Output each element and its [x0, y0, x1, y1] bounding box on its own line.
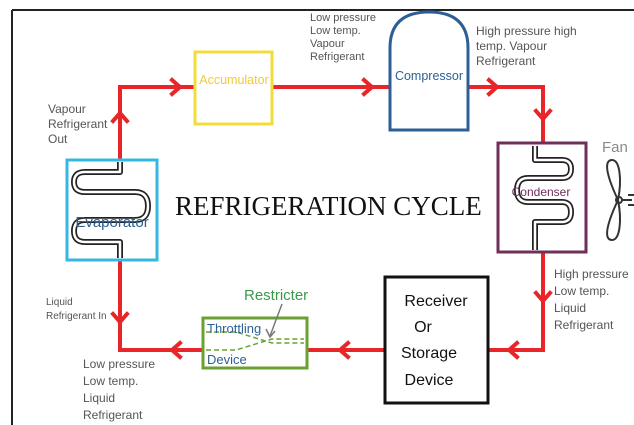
restricter-label: Restricter — [244, 287, 308, 304]
svg-text:Out: Out — [48, 132, 68, 146]
receiver-box — [383, 275, 490, 405]
svg-text:Refrigerant: Refrigerant — [476, 54, 536, 68]
arrow-icon — [110, 109, 130, 124]
arrow-icon — [486, 77, 501, 97]
flow-arrows — [110, 77, 553, 360]
receiver-label-1: Receiver — [404, 293, 468, 310]
svg-text:Liquid: Liquid — [554, 301, 586, 315]
svg-text:High pressure high: High pressure high — [476, 24, 577, 38]
arrow-icon — [505, 340, 520, 360]
svg-text:temp. Vapour: temp. Vapour — [476, 39, 547, 53]
evaporator-inlet-note: Liquid Refrigerant In — [46, 297, 107, 322]
svg-text:Low pressure: Low pressure — [310, 12, 376, 24]
svg-text:High pressure: High pressure — [554, 267, 629, 281]
accumulator-box — [193, 50, 274, 126]
diagram-title: REFRIGERATION CYCLE — [175, 191, 482, 221]
receiver-label-3: Storage — [401, 345, 457, 362]
arrow-icon — [168, 340, 183, 360]
svg-text:Low temp.: Low temp. — [310, 25, 361, 37]
svg-text:Refrigerant: Refrigerant — [554, 318, 614, 332]
svg-text:Liquid: Liquid — [83, 391, 115, 405]
compressor-label: Compressor — [395, 69, 463, 83]
arrow-icon — [110, 311, 130, 326]
receiver-label-2: Or — [414, 319, 432, 336]
arrow-icon — [533, 290, 553, 305]
refrigerant-pipe — [118, 85, 545, 352]
svg-text:Vapour: Vapour — [310, 38, 345, 50]
condenser-label: Condenser — [512, 185, 571, 199]
accumulator-label: Accumulator — [199, 73, 268, 87]
compressor-outlet-note: High pressure high temp. Vapour Refriger… — [476, 24, 577, 68]
svg-text:Low pressure: Low pressure — [83, 357, 155, 371]
svg-text:Vapour: Vapour — [48, 102, 86, 116]
fan-label: Fan — [602, 139, 628, 156]
svg-text:Refrigerant: Refrigerant — [48, 117, 108, 131]
svg-text:Refrigerant In: Refrigerant In — [46, 311, 107, 322]
evaporator-label: Evaporator — [75, 214, 148, 231]
svg-text:Liquid: Liquid — [46, 297, 73, 308]
throttling-device-box — [201, 316, 309, 370]
svg-text:Low temp.: Low temp. — [83, 374, 138, 388]
svg-text:Refrigerant: Refrigerant — [310, 51, 364, 63]
throttling-label-1: Throttling — [207, 321, 261, 336]
condenser-outlet-note: High pressure Low temp. Liquid Refrigera… — [554, 267, 629, 332]
throttle-restriction — [206, 331, 304, 351]
svg-text:Low temp.: Low temp. — [554, 284, 609, 298]
throttling-label-2: Device — [207, 352, 247, 367]
fan-icon — [606, 158, 634, 242]
evaporator-outlet-note: Vapour Refrigerant Out — [48, 102, 108, 146]
svg-text:Refrigerant: Refrigerant — [83, 408, 143, 422]
restricter-pointer — [269, 303, 283, 337]
arrow-icon — [533, 108, 553, 123]
compressor-body — [388, 10, 470, 132]
arrow-icon — [169, 77, 184, 97]
throttle-outlet-note: Low pressure Low temp. Liquid Refrigeran… — [83, 357, 155, 422]
compressor-inlet-note: Low pressure Low temp. Vapour Refrigeran… — [310, 12, 376, 63]
arrow-icon — [336, 340, 351, 360]
receiver-label-4: Device — [405, 372, 454, 389]
arrow-icon — [361, 77, 376, 97]
